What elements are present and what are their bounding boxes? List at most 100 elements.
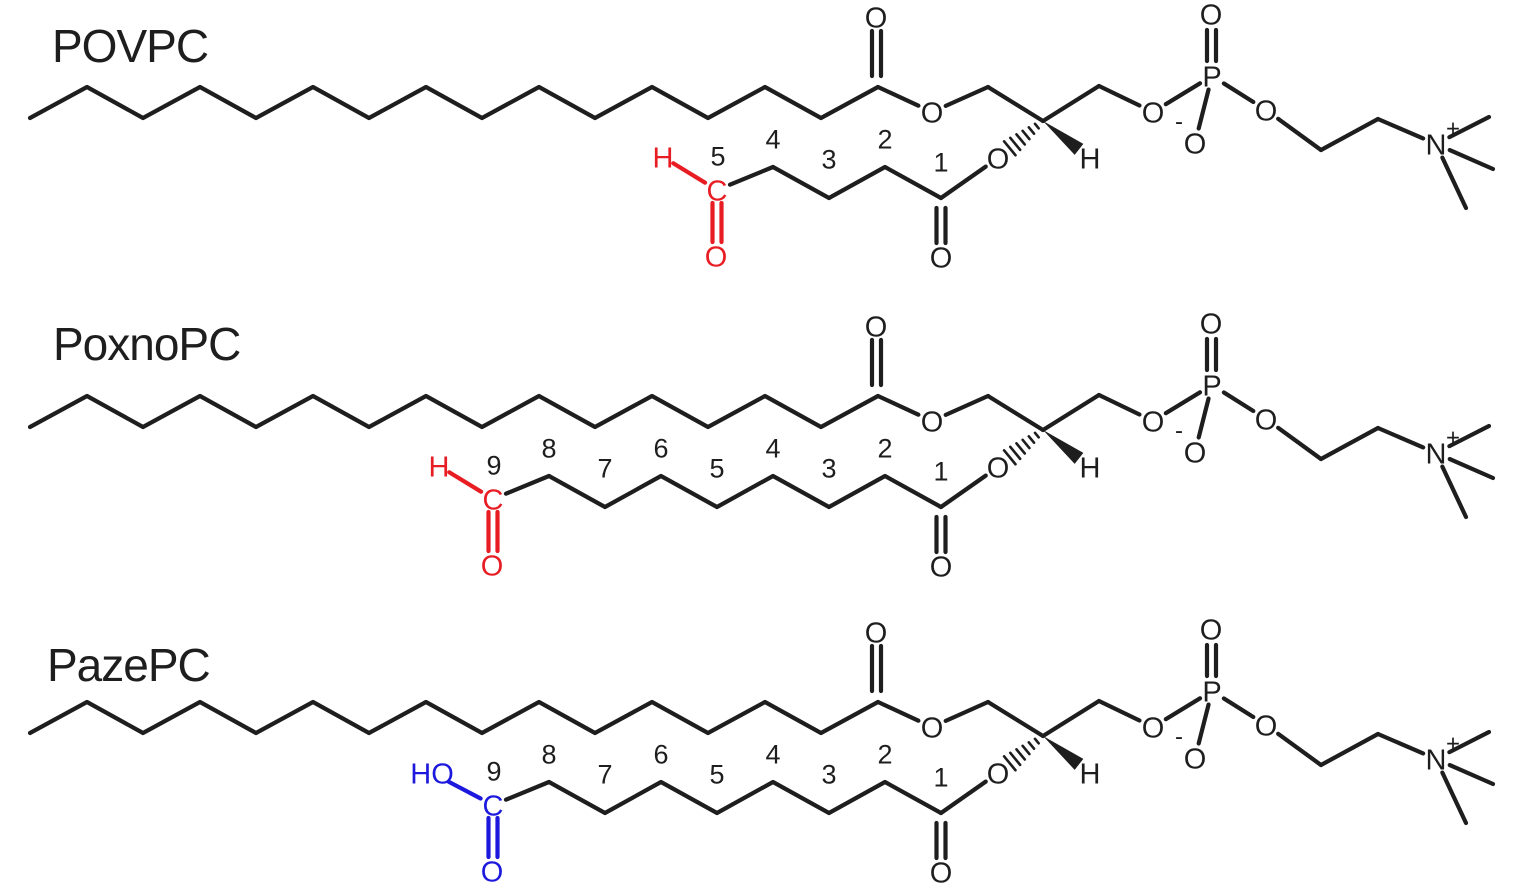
choline-bond — [1375, 425, 1426, 450]
phosphate-bond — [1163, 390, 1203, 416]
molecule-title-poxnopc: PoxnoPC — [53, 318, 241, 370]
glycerol-bond — [943, 84, 991, 108]
carbon-number-label: 4 — [765, 434, 780, 464]
phosphate-top-oxygen-label: O — [1200, 308, 1223, 340]
bold-wedge — [1043, 121, 1084, 155]
glycerol-bond — [1040, 392, 1102, 433]
choline-bond — [1276, 116, 1324, 153]
phosphorus-label: P — [1202, 370, 1221, 402]
hash-wedge-tick — [1015, 442, 1027, 455]
phosphate-bond — [1196, 87, 1211, 131]
minus-charge-label: - — [1175, 418, 1183, 445]
sn2-ester-bond — [938, 164, 988, 201]
phosphate-anionic-oxygen-label: O — [1184, 743, 1207, 775]
n-methyl-bond — [1440, 155, 1469, 211]
terminal-oxygen-label: O — [481, 856, 504, 888]
carbon-number-label: 5 — [709, 760, 724, 790]
sn2-carbonyl-oxygen-label: O — [930, 242, 953, 274]
choline-bond — [1318, 425, 1381, 462]
hash-wedge-tick — [1021, 438, 1031, 450]
hash-wedge-tick — [1033, 431, 1040, 439]
n-methyl-bond — [1447, 762, 1496, 787]
choline-bond — [1276, 425, 1324, 462]
stereo-hydrogen-label: H — [1080, 143, 1101, 175]
n-methyl-bond — [1447, 114, 1492, 140]
sn1-ester-oxygen-label: O — [921, 406, 944, 438]
sn2-ester-oxygen-label: O — [987, 143, 1010, 175]
bold-wedge — [1043, 736, 1084, 770]
sn2-carbonyl-oxygen-label: O — [930, 551, 953, 583]
n-methyl-bond — [1447, 423, 1492, 449]
sn2-terminal-bond — [727, 164, 776, 187]
sn1-ester-oxygen-label: O — [921, 712, 944, 744]
phosphorus-label: P — [1202, 676, 1221, 708]
carbon-number-label: 6 — [653, 434, 668, 464]
choline-bond — [1318, 731, 1381, 768]
carbon-number-label: 3 — [821, 760, 836, 790]
sn1-carbonyl-oxygen-label: O — [865, 311, 888, 343]
carbon-number-label: 9 — [486, 757, 501, 787]
choline-bond — [1375, 731, 1426, 756]
sn2-chain — [546, 473, 944, 510]
hash-wedge-tick — [1027, 435, 1036, 445]
glycerol-bond — [943, 393, 991, 417]
carbon-number-label: 7 — [597, 454, 612, 484]
aldehyde-hydrogen-label: H — [429, 451, 450, 483]
phosphate-bond — [1221, 390, 1256, 414]
phosphate-top-oxygen-label: O — [1200, 614, 1223, 646]
hash-wedge-tick — [1002, 449, 1017, 466]
terminal-oxygen-label: O — [481, 550, 504, 582]
carbon-number-label: 4 — [765, 125, 780, 155]
phosphorus-label: P — [1202, 61, 1221, 93]
aldehyde-h-bond — [447, 470, 484, 494]
sn1-chain — [27, 393, 881, 430]
glycerol-bond — [1040, 698, 1102, 739]
carbon-number-label: 5 — [709, 454, 724, 484]
glycerol-bond — [985, 84, 1046, 124]
hash-wedge-tick — [1033, 737, 1040, 745]
carbon-number-label: 5 — [710, 142, 725, 172]
carbon-number-label: 2 — [877, 125, 892, 155]
sn1-chain — [27, 84, 881, 121]
glycerol-bond — [1040, 83, 1102, 124]
n-methyl-bond — [1447, 456, 1496, 481]
n-methyl-bond — [1447, 147, 1496, 172]
hash-wedge-tick — [1008, 751, 1022, 767]
hash-wedge-tick — [1021, 129, 1031, 141]
hash-wedge-tick — [1002, 140, 1017, 157]
sn2-terminal-bond — [503, 779, 552, 802]
minus-charge-label: - — [1175, 109, 1183, 136]
glycerol-bond — [985, 393, 1046, 433]
sn2-terminal-bond — [503, 473, 552, 496]
sn2-ester-bond — [938, 779, 988, 816]
stereo-hydrogen-label: H — [1080, 758, 1101, 790]
sn1-ester-oxygen-label: O — [921, 97, 944, 129]
n-methyl-bond — [1447, 729, 1492, 755]
bold-wedge — [1043, 430, 1084, 464]
choline-bond — [1276, 731, 1324, 768]
phosphate-bond — [1096, 392, 1142, 417]
carbon-number-label: 9 — [486, 451, 501, 481]
choline-oxygen-label: O — [1255, 710, 1278, 742]
phosphate-bond — [1196, 396, 1211, 440]
n-methyl-bond — [1440, 770, 1469, 826]
sn1-carbonyl-oxygen-label: O — [865, 2, 888, 34]
sn1-ester-bond — [875, 84, 921, 108]
phosphate-bond — [1163, 696, 1203, 722]
phosphate-bond — [1096, 698, 1142, 723]
hash-wedge-tick — [1008, 136, 1022, 152]
terminal-oxygen-label: O — [705, 241, 728, 273]
hydroxyl-label: HO — [410, 758, 454, 790]
carbon-number-label: 3 — [821, 145, 836, 175]
carbon-number-label: 6 — [653, 740, 668, 770]
sn1-carbonyl-oxygen-label: O — [865, 617, 888, 649]
hash-wedge-tick — [1015, 133, 1027, 146]
hash-wedge-tick — [1033, 122, 1040, 130]
carbon-number-label: 8 — [541, 434, 556, 464]
phosphate-anionic-oxygen-label: O — [1184, 437, 1207, 469]
hash-wedge-tick — [1027, 126, 1036, 136]
phosphate-bond — [1163, 81, 1203, 107]
terminal-carbon-label: C — [483, 790, 504, 822]
hash-wedge-tick — [1008, 445, 1022, 461]
